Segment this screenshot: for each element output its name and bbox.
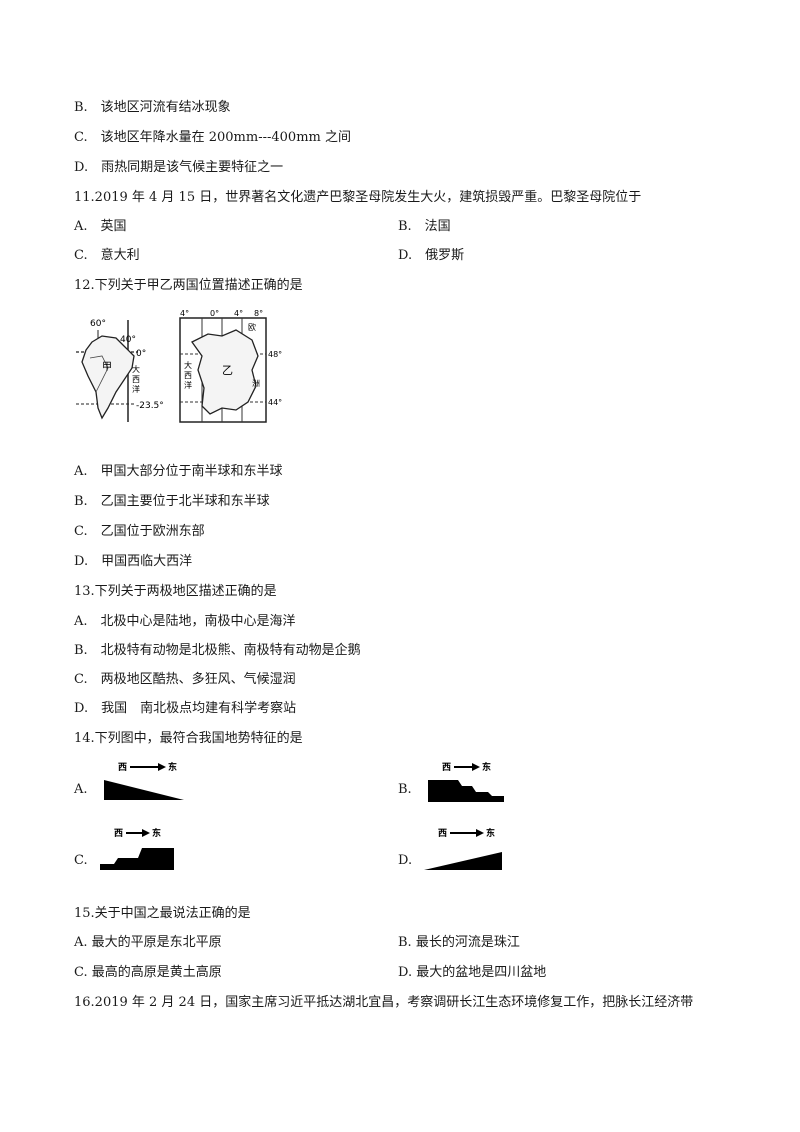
q15-option-c: C. 最高的高原是黄土高原 bbox=[74, 965, 222, 980]
terrain-profile-d: 西 东 bbox=[424, 827, 502, 870]
label-ocean-1: 大 bbox=[132, 364, 140, 374]
terrain-profile-c: 西 东 bbox=[100, 827, 174, 870]
q11-option-c: C. 意大利 bbox=[74, 248, 140, 263]
label-ocean-r2: 西 bbox=[184, 371, 192, 380]
label-lon-0: 0° bbox=[210, 309, 219, 318]
label-east-c: 东 bbox=[152, 827, 161, 839]
q12-stem: 12.下列关于甲乙两国位置描述正确的是 bbox=[74, 278, 303, 293]
q15-stem: 15.关于中国之最说法正确的是 bbox=[74, 906, 251, 921]
q16-stem: 16.2019 年 2 月 24 日，国家主席习近平抵达湖北宜昌，考察调研长江生… bbox=[74, 995, 694, 1010]
label-east-b: 东 bbox=[482, 761, 491, 773]
q12-option-b: B. 乙国主要位于北半球和东半球 bbox=[74, 494, 270, 509]
q10-option-d: D. 雨热同期是该气候主要特征之一 bbox=[74, 160, 284, 175]
q15-option-d: D. 最大的盆地是四川盆地 bbox=[398, 965, 547, 980]
q14-option-b-label: B. bbox=[398, 782, 412, 797]
map-country-jia: 60° 40° 0° -23.5° 甲 大 西 洋 bbox=[76, 319, 164, 422]
q11-option-b: B. 法国 bbox=[398, 219, 451, 234]
label-lat-48: 48° bbox=[268, 350, 282, 359]
label-lon-4w: 4° bbox=[180, 309, 189, 318]
q10-option-b: B. 该地区河流有结冰现象 bbox=[74, 100, 231, 115]
q14-option-c-label: C. bbox=[74, 853, 88, 868]
q11-option-d: D. 俄罗斯 bbox=[398, 248, 465, 263]
label-lon-60: 60° bbox=[90, 319, 106, 329]
q14-stem: 14.下列图中，最符合我国地势特征的是 bbox=[74, 731, 303, 746]
label-west-a: 西 bbox=[118, 762, 127, 773]
label-lat-0: 0° bbox=[136, 349, 146, 359]
south-america-outline bbox=[81, 335, 135, 420]
q13-option-a: A. 北极中心是陆地，南极中心是海洋 bbox=[74, 614, 296, 629]
label-lat-235: -23.5° bbox=[136, 401, 164, 411]
france-outline bbox=[191, 329, 259, 415]
label-lon-40: 40° bbox=[120, 335, 136, 345]
map-country-yi: 4° 0° 4° 8° 48° 44° 乙 大 西 洋 欧 洲 bbox=[179, 309, 282, 423]
label-west-d: 西 bbox=[438, 828, 447, 839]
label-europe: 欧 bbox=[248, 322, 256, 332]
q13-stem: 13.下列关于两极地区描述正确的是 bbox=[74, 584, 277, 599]
q12-option-a: A. 甲国大部分位于南半球和东半球 bbox=[74, 464, 283, 479]
q13-option-d: D. 我国 南北极点均建有科学考察站 bbox=[74, 701, 297, 716]
q15-option-a: A. 最大的平原是东北平原 bbox=[74, 935, 222, 950]
label-west-c: 西 bbox=[114, 828, 123, 839]
terrain-profile-b: 西 东 bbox=[428, 761, 504, 802]
label-ocean-2: 西 bbox=[132, 375, 140, 384]
q11-option-a: A. 英国 bbox=[74, 219, 127, 234]
q15-option-b: B. 最长的河流是珠江 bbox=[398, 935, 520, 950]
label-lon-8: 8° bbox=[254, 309, 263, 318]
q13-option-b: B. 北极特有动物是北极熊、南极特有动物是企鹅 bbox=[74, 643, 361, 658]
q14-option-d-label: D. bbox=[398, 853, 413, 868]
label-sea: 洲 bbox=[252, 379, 260, 388]
label-east-a: 东 bbox=[168, 761, 177, 773]
label-country-yi: 乙 bbox=[222, 364, 233, 377]
q14-option-a-label: A. bbox=[74, 782, 88, 797]
terrain-profile-a: 西 东 bbox=[104, 761, 184, 800]
brazil-border bbox=[89, 355, 109, 393]
label-west-b: 西 bbox=[442, 762, 451, 773]
label-ocean-3: 洋 bbox=[132, 384, 140, 394]
label-ocean-r1: 大 bbox=[184, 360, 192, 370]
label-ocean-r3: 洋 bbox=[184, 380, 192, 390]
q11-stem: 11.2019 年 4 月 15 日，世界著名文化遗产巴黎圣母院发生大火，建筑损… bbox=[74, 190, 642, 205]
label-east-d: 东 bbox=[486, 827, 495, 839]
q13-option-c: C. 两极地区酷热、多狂风、气候湿润 bbox=[74, 672, 296, 687]
q12-option-d: D. 甲国西临大西洋 bbox=[74, 554, 193, 569]
label-lon-4e: 4° bbox=[234, 309, 243, 318]
q12-option-c: C. 乙国位于欧洲东部 bbox=[74, 524, 205, 539]
label-country-jia: 甲 bbox=[102, 362, 112, 373]
q10-option-c: C. 该地区年降水量在 200mm---400mm 之间 bbox=[74, 130, 351, 145]
label-lat-44: 44° bbox=[268, 398, 282, 407]
